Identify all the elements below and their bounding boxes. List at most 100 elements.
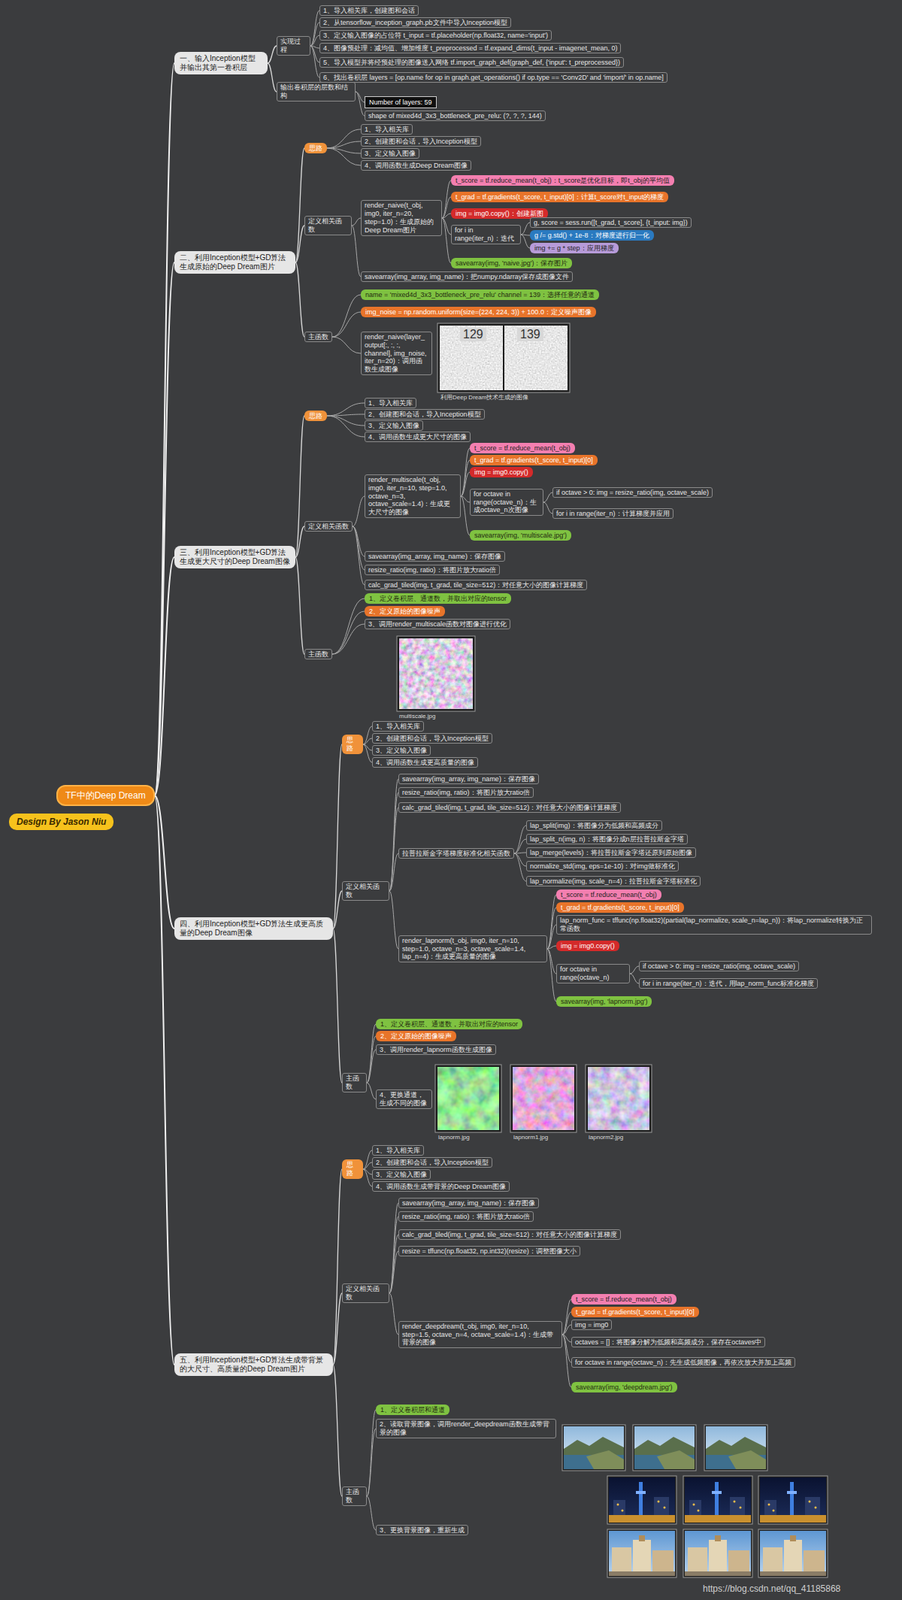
branch-item: 4、调用函数生成带背景的Deep Dream图像	[372, 1180, 510, 1193]
branch-line	[366, 1428, 376, 1496]
branch-line	[389, 890, 399, 949]
branch-item: img = img0	[571, 1319, 612, 1331]
node-text: img = img0.copy()	[474, 468, 529, 477]
branch-line	[332, 1292, 343, 1365]
node-text: 思路	[308, 411, 323, 421]
author-badge: Design By Jason Niu	[9, 813, 114, 830]
node-text: 3、定义输入图像的占位符 t_input = tf.placeholder(np…	[323, 31, 548, 40]
node-text: lap_split(img)：将图像分为低频和高频成分	[529, 821, 659, 830]
node-text: resize = tffunc(np.float32, np.int32)(re…	[402, 1247, 577, 1256]
tag-pill: 思路	[304, 410, 327, 422]
branch-line	[363, 738, 373, 745]
branch-line	[310, 35, 320, 46]
branch-item: 拉普拉斯金字塔梯度标准化相关函数	[398, 847, 515, 860]
code-pill: 1、定义卷积层、通道数，并取出对应的tensor	[375, 1018, 523, 1030]
branch-line	[352, 526, 365, 585]
code-pill: t_grad = tf.gradients(t_score, t_input)[…	[469, 454, 598, 467]
branch-item: lap_split_n(img, n)：将图像分成n层拉普拉斯金字塔	[526, 833, 688, 845]
channel-number: 139	[517, 327, 544, 342]
node-text: render_multiscale(t_obj, img0, iter_n=10…	[368, 475, 458, 517]
node-text: 4、调用函数生成更高质量的图像	[375, 758, 475, 767]
branch-item: for i in range(iter_n)：迭代	[451, 224, 521, 245]
code-pill: savearray(img, 'lapnorm.jpg')	[556, 995, 652, 1008]
lapnorm-dream-images	[435, 1064, 652, 1133]
branch-line	[389, 1234, 399, 1293]
branch-line	[295, 526, 305, 557]
code-pill: 2、定义原始的图像噪声	[364, 605, 445, 618]
branch-item: 3、调用render_multiscale函数对图像进行优化	[364, 618, 511, 630]
node-text: 2、创建图和会话，导入Inception模型	[375, 1158, 489, 1167]
node-text: 2、定义原始的图像噪声	[380, 1032, 452, 1041]
branch-line	[366, 1409, 376, 1496]
branch-line	[267, 63, 277, 92]
branch-line	[351, 217, 361, 226]
branch-item: savearray(img_array, img_name)：把numpy.nd…	[360, 271, 573, 283]
branch-item: g, score = sess.run([t_grad, t_score], {…	[529, 217, 692, 229]
node-text: savearray(img_array, img_name)：把numpy.nd…	[364, 272, 570, 282]
branch-line	[547, 907, 557, 949]
branch-line	[363, 1150, 373, 1169]
branch-item: 4、调用函数生成更高质量的图像	[372, 756, 479, 769]
node-text: 主函数	[308, 332, 329, 342]
branch-item: for octave in range(octave_n)：生成octave_n…	[469, 488, 544, 516]
node-text: 思路	[346, 735, 359, 753]
branch-item: 4、调用函数生成Deep Dream图像	[360, 160, 472, 172]
branch-line	[295, 556, 305, 654]
branch-line	[514, 853, 527, 881]
image-caption: lapnorm.jpg	[438, 1133, 470, 1141]
branch-line	[562, 1324, 572, 1335]
branch-item: 1、导入相关库	[360, 124, 413, 136]
node-text: 五、利用Inception模型+GD算法生成带背景的大尺寸、高质量的Deep D…	[179, 1355, 328, 1374]
node-text: t_score = tf.reduce_mean(t_obj)	[474, 444, 571, 453]
branch-item: 输出卷积层的层数和结构	[276, 81, 356, 102]
branch-item: 主函数	[342, 1072, 367, 1093]
branch-line	[366, 1035, 376, 1083]
branch-line	[460, 472, 470, 497]
branch-line	[332, 744, 343, 929]
branch-item: 1、导入相关库	[372, 720, 424, 733]
background-dream-photos	[562, 1424, 828, 1577]
node-text: 定义相关函数	[345, 1284, 386, 1302]
branch-line	[629, 973, 639, 984]
branch-item: 2、从tensorflow_inception_graph.pb文件中导入Inc…	[319, 17, 512, 29]
image-caption: multiscale.jpg	[399, 712, 436, 720]
branch-line	[352, 526, 365, 570]
node-text: render_naive(t_obj, img0, iter_n=20, ste…	[364, 201, 439, 234]
node-text: render_lapnorm(t_obj, img0, iter_n=10, s…	[402, 936, 544, 961]
node-text: Design By Jason Niu	[16, 816, 106, 827]
node-text: t_score = tf.reduce_mean(t_obj)	[575, 1295, 672, 1304]
node-text: resize_ratio(img, ratio)：将图片放大ratio倍	[402, 1212, 530, 1221]
node-text: 1、导入相关库	[364, 125, 409, 134]
section-topic: 四、利用Inception模型+GD算法生成更高质量的Deep Dream图像	[174, 917, 333, 940]
branch-item: octaves = []：将图像分解为低频和高频成分，保存在octaves中	[571, 1336, 766, 1348]
branch-line	[514, 838, 527, 854]
node-text: t_grad = tf.gradients(t_score, t_input)[…	[575, 1307, 695, 1317]
code-pill: name = 'mixed4d_3x3_bottleneck_pre_relu'…	[360, 289, 600, 301]
node-text: 思路	[346, 1160, 359, 1178]
branch-item: render_lapnorm(t_obj, img0, iter_n=10, s…	[398, 935, 548, 963]
branch-item: 6、找出卷积层 layers = [op.name for op in grap…	[319, 72, 668, 84]
branch-line	[514, 853, 527, 866]
node-text: for octave in range(octave_n)：生成octave_n…	[473, 490, 540, 515]
node-text: octaves = []：将图像分解为低频和高频成分，保存在octaves中	[575, 1337, 762, 1347]
node-text: 主函数	[308, 650, 329, 659]
code-pill: t_score = tf.reduce_mean(t_obj)	[469, 442, 576, 455]
branch-line	[332, 890, 343, 929]
branch-line	[351, 225, 361, 277]
node-text: 实现过程	[280, 37, 307, 55]
node-text: 1、定义卷积层、通道数，并取出对应的tensor	[369, 594, 507, 603]
node-text: lap_normalize(img, scale_n=4)：拉普拉斯金字塔标准化	[529, 877, 697, 886]
naive-dream-image	[437, 323, 570, 393]
branch-item: 定义相关函数	[304, 520, 353, 533]
section-topic: 五、利用Inception模型+GD算法生成带背景的大尺寸、高质量的Deep D…	[174, 1353, 333, 1376]
node-text: img = img0.copy()	[560, 941, 615, 951]
node-text: Number of layers: 59	[369, 98, 433, 107]
branch-line	[460, 496, 470, 536]
branch-item: render_naive(layer_output[:, :, :, chann…	[360, 331, 433, 376]
branch-line	[332, 1364, 343, 1496]
node-text: calc_grad_tiled(img, t_grad, tile_size=5…	[402, 1230, 618, 1239]
branch-item: 主函数	[304, 331, 333, 343]
branch-line	[363, 1168, 373, 1187]
node-text: for i in range(iter_n)：迭代	[454, 226, 518, 243]
